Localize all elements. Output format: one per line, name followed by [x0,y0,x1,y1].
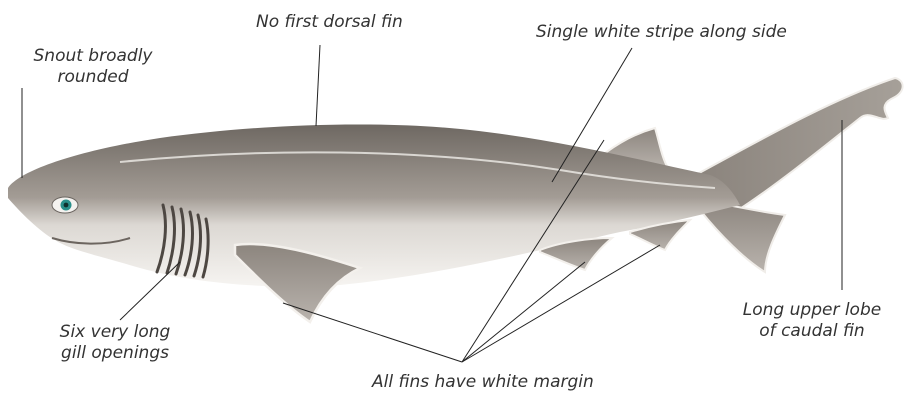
label-snout-line1: Snout broadly [18,46,168,67]
leader-dorsal [316,45,320,126]
label-stripe: Single white stripe along side [536,22,787,43]
leader-fin-pelvic [462,262,585,362]
label-dorsal: No first dorsal fin [256,12,403,33]
label-caudal-line2: of caudal fin [732,321,892,342]
label-fins: All fins have white margin [372,372,594,393]
label-snout: Snout broadly rounded [18,46,168,88]
label-gills-line2: gill openings [40,343,190,364]
label-caudal-line1: Long upper lobe [732,300,892,321]
eye-pupil [64,203,69,208]
label-gills-line1: Six very long [40,322,190,343]
label-caudal: Long upper lobe of caudal fin [732,300,892,342]
leader-gills [120,262,180,320]
label-snout-line2: rounded [18,67,168,88]
leader-fin-pectoral [283,303,462,362]
label-gills: Six very long gill openings [40,322,190,364]
leader-fin-anal [462,245,660,362]
